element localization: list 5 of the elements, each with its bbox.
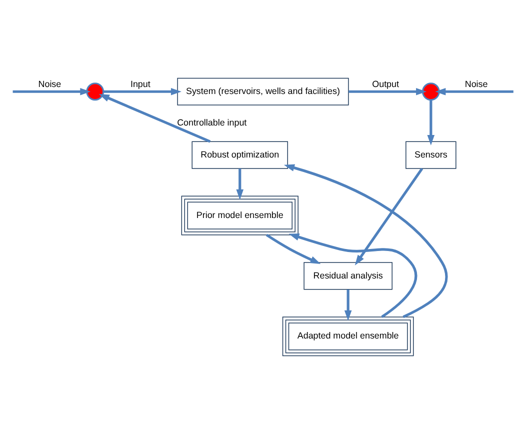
edge-label: Controllable input <box>176 117 246 128</box>
edge-label: Output <box>372 78 398 88</box>
edge-label: Input <box>130 78 150 88</box>
edge-label: Noise <box>38 78 61 88</box>
edge-label: Noise <box>464 78 488 88</box>
